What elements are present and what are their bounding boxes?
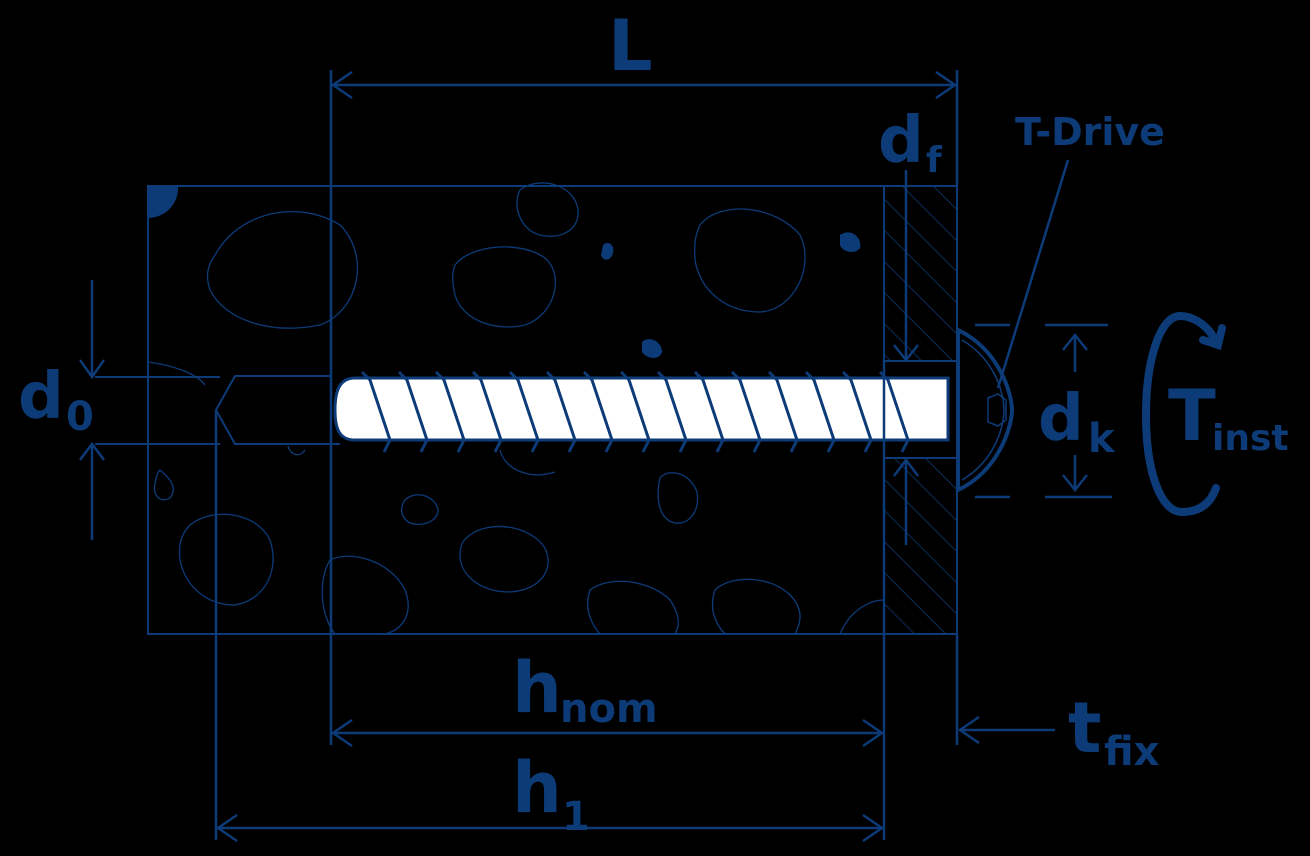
- torque-arrow-icon: [1141, 311, 1226, 517]
- screw: [333, 326, 1015, 494]
- fixture-hole-label: d: [878, 104, 924, 178]
- screw-thread: [693, 370, 725, 453]
- labels: L d f T-Drive d 0 d k T inst h nom h 1 t…: [18, 5, 1289, 840]
- drive-type-label: T-Drive: [1015, 110, 1165, 154]
- screw-thread: [730, 370, 762, 453]
- hole-depth-label: h: [512, 747, 562, 829]
- fixture-thickness-subscript: fix: [1104, 729, 1160, 775]
- fixture-plate: [883, 185, 958, 635]
- screw-thread: [767, 370, 799, 453]
- screw-thread: [508, 370, 540, 453]
- torque-label: T: [1168, 375, 1216, 457]
- dimension-arrows: [78, 70, 1088, 843]
- drill-diameter-label: d: [18, 360, 64, 434]
- screw-thread: [471, 370, 503, 453]
- head-diameter-subscript: k: [1088, 416, 1116, 462]
- head-diameter-label: d: [1038, 382, 1084, 456]
- screw-thread: [582, 370, 614, 453]
- screw-thread: [619, 370, 651, 453]
- screw-thread: [545, 370, 577, 453]
- aggregate-fill: [601, 232, 861, 358]
- embedment-subscript: nom: [560, 686, 658, 732]
- screw-thread: [397, 370, 429, 453]
- fixture-thickness-label: t: [1068, 687, 1101, 769]
- screw-thread: [804, 370, 836, 453]
- dimension-lines: [90, 70, 1112, 840]
- screw-thread: [360, 370, 392, 453]
- embedment-label: h: [512, 647, 562, 729]
- screw-thread: [841, 370, 873, 453]
- aggregate-stones: [147, 182, 885, 635]
- fixture-hole-subscript: f: [926, 140, 942, 181]
- screw-thread: [656, 370, 688, 453]
- length-label: L: [608, 5, 653, 87]
- drill-diameter-subscript: 0: [66, 394, 94, 440]
- screw-thread: [434, 370, 466, 453]
- drill-hole: [95, 375, 340, 445]
- torque-subscript: inst: [1212, 418, 1289, 459]
- hole-depth-subscript: 1: [562, 794, 590, 840]
